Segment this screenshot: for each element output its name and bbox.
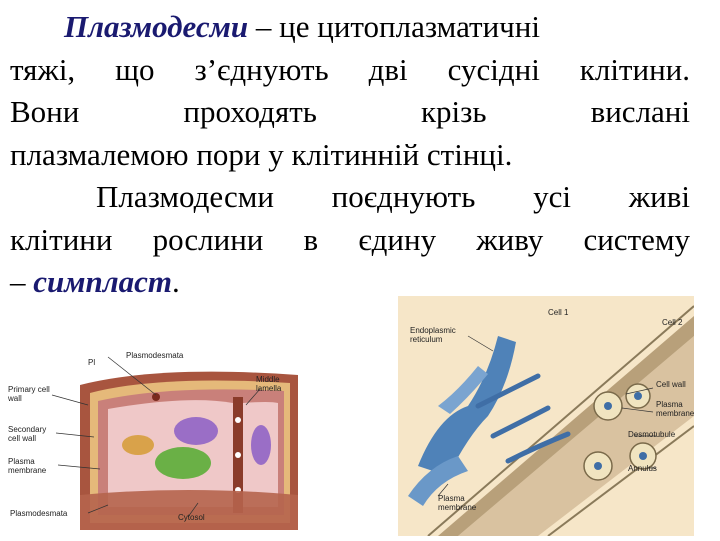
main-text: Плазмодесми – це цитоплазматичні тяжі, щ… xyxy=(10,6,690,304)
label-plasmodesmata-bottom: Plasmodesmata xyxy=(10,509,68,518)
label-primary-wall: Primary cell wall xyxy=(8,385,50,403)
text-line-1: Плазмодесми – це цитоплазматичні xyxy=(64,9,540,44)
label-plasmodesmata-top: Plasmodesmata xyxy=(126,351,184,360)
text-line-3: Вони проходять крізь вислані xyxy=(10,94,690,129)
term-symplast: симпласт xyxy=(33,264,173,299)
text-line-7: – симпласт. xyxy=(10,264,180,299)
plasmodesmata-detail-illustration: Endoplasmic reticulum Cell 1 Cell 2 Cell… xyxy=(398,296,695,537)
cell-wall-illustration: Pl Plasmodesmata Middle lamella Primary … xyxy=(8,345,308,535)
label-cell-wall: Cell wall xyxy=(656,380,686,389)
plasmodesmata-drawing xyxy=(408,305,695,537)
label-secondary-wall: Secondary cell wall xyxy=(8,425,47,443)
cell-wall-drawing xyxy=(51,356,298,530)
label-pl: Pl xyxy=(88,358,96,367)
text-line-5: Плазмодесми поєднують усі живі xyxy=(96,179,690,214)
text-line-2: тяжі, що з’єднують дві сусідні клітини. xyxy=(10,51,690,87)
text-line-4: плазмалемою пори у клітинній стінці. xyxy=(10,136,513,172)
label-middle-lamella: Middle lamella xyxy=(256,375,282,393)
label-desmotubule: Desmotubule xyxy=(628,430,676,439)
label-plasma-membrane-top: Plasma membrane xyxy=(656,400,695,418)
label-annulus: Annulus xyxy=(628,464,657,473)
label-cytosol: Cytosol xyxy=(178,513,205,522)
label-plasma-membrane-bottom: Plasma membrane xyxy=(438,494,477,512)
text-line-6: клітини рослини в єдину живу систему xyxy=(10,221,690,257)
label-cell2: Cell 2 xyxy=(662,318,683,327)
label-er: Endoplasmic reticulum xyxy=(410,326,456,344)
term-plasmodesmata: Плазмодесми xyxy=(64,9,249,44)
label-plasma-membrane: Plasma membrane xyxy=(8,457,47,475)
label-cell1: Cell 1 xyxy=(548,308,569,317)
